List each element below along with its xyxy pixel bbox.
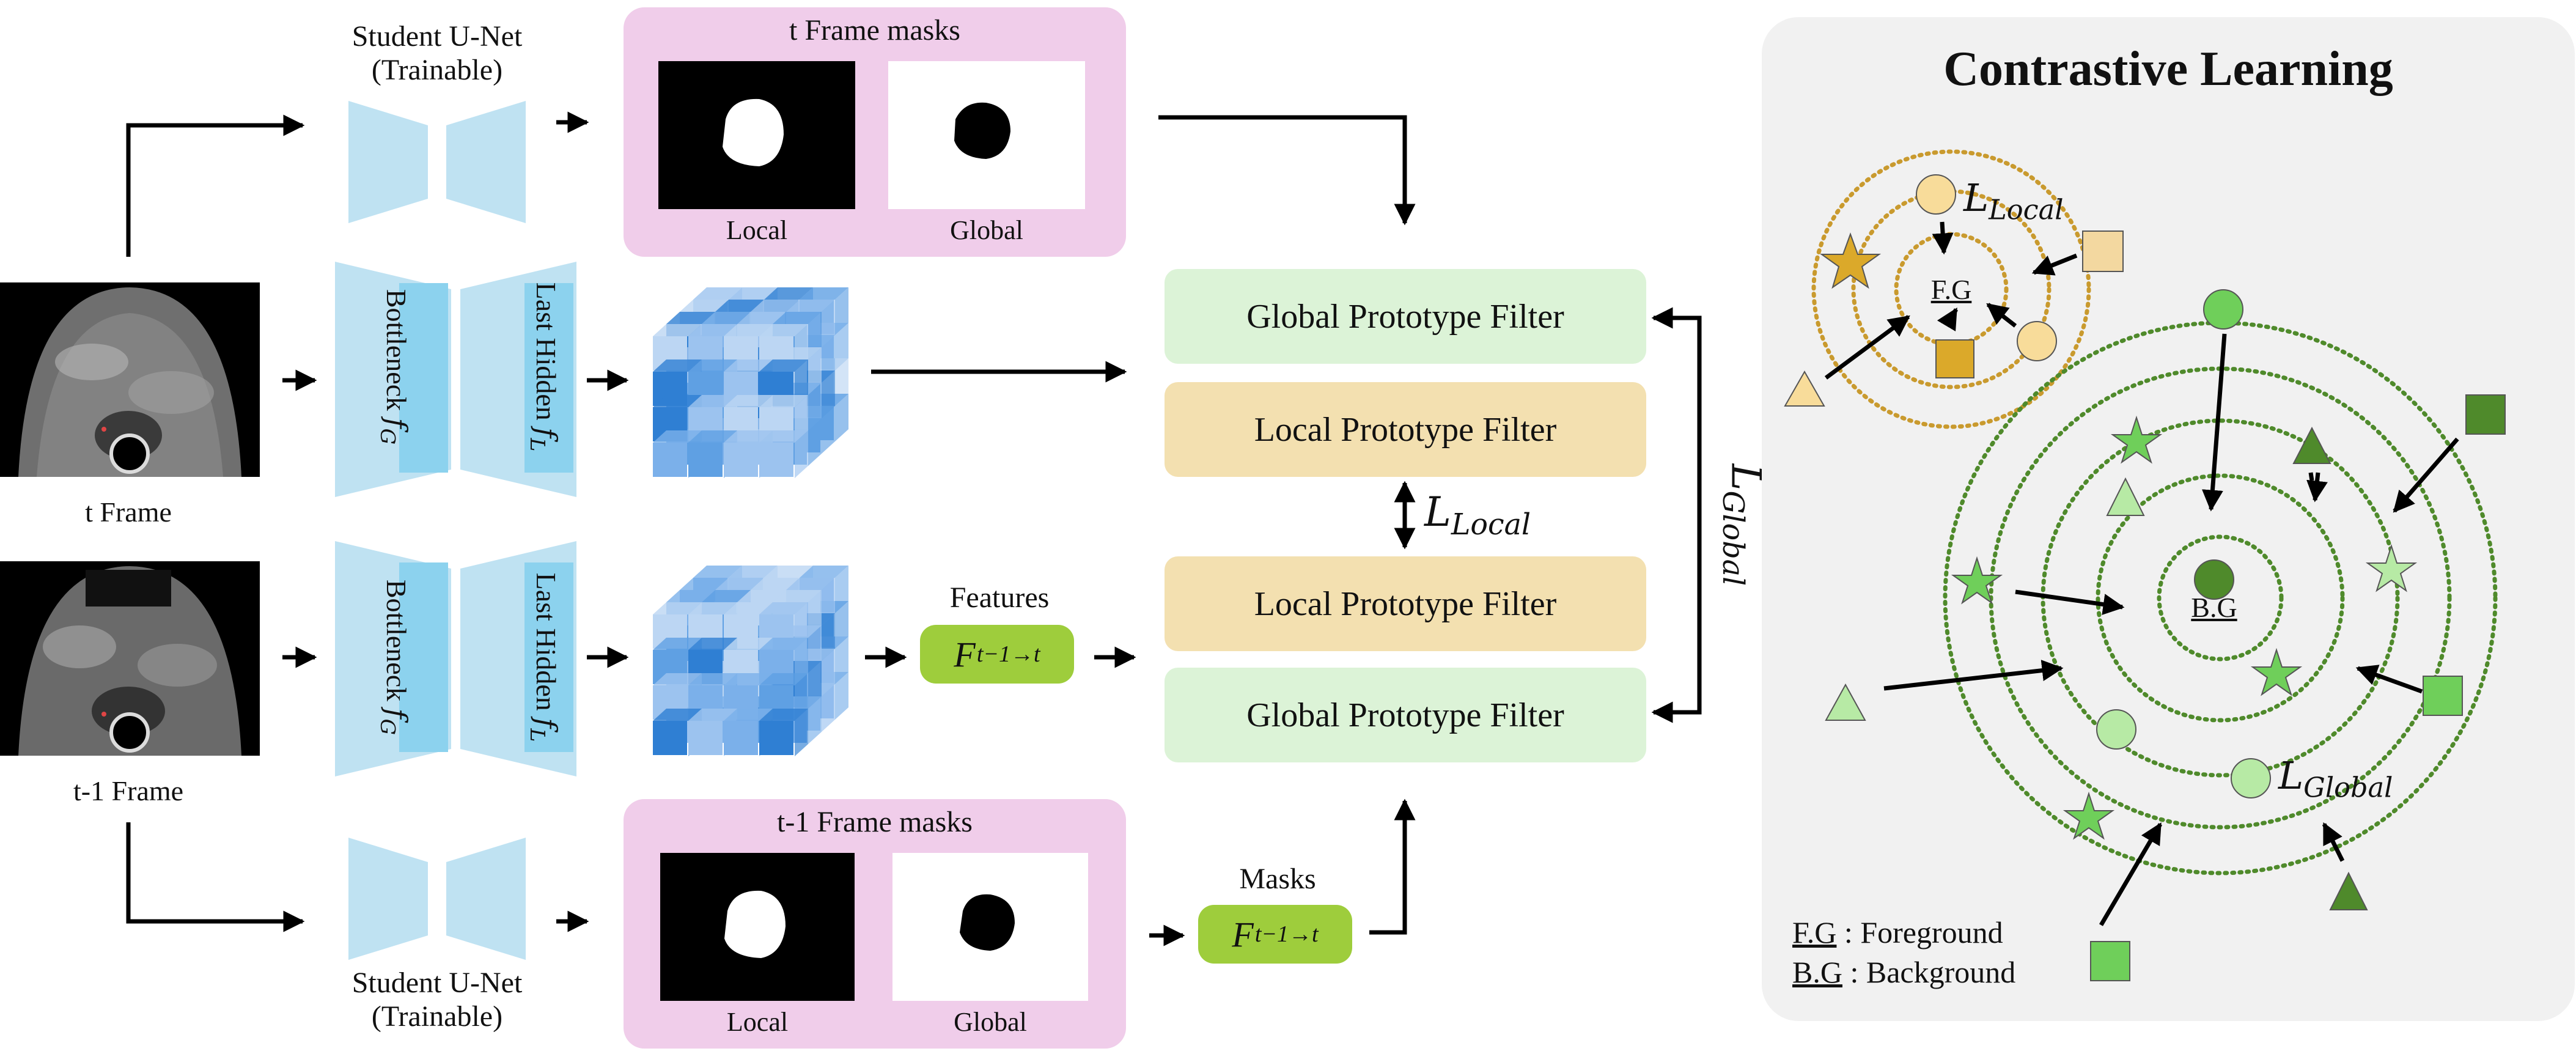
local-prototype-filter-top: Local Prototype Filter <box>1165 382 1646 477</box>
t-global-mask <box>888 61 1085 209</box>
bg-square-2 <box>2423 676 2463 716</box>
student-unet-bottom-label: Student U-Net (Trainable) <box>351 967 523 1033</box>
t-frame-masks-title: t Frame masks <box>789 14 960 46</box>
bg-star-4 <box>2250 647 2303 696</box>
fg-star <box>1819 232 1882 289</box>
feature-cube-t <box>653 287 848 478</box>
t-frame-masks-box: t Frame masks Local Global <box>624 7 1126 257</box>
t1-frame-masks-box: t-1 Frame masks Local Global <box>624 799 1126 1049</box>
bg-triangle-3 <box>1825 683 1866 721</box>
global-loss-label: LGlobal <box>1716 463 1770 586</box>
arrow-t1frame-to-student-bottom <box>126 822 305 932</box>
bg-star-2 <box>1951 556 2003 605</box>
panel-global-loss-label: LGlobal <box>2278 753 2393 804</box>
bg-square-1 <box>2465 394 2506 435</box>
t-local-mask <box>658 61 855 209</box>
t1-local-label: Local <box>726 1007 789 1037</box>
fg-center-label: F.G <box>1930 274 1972 305</box>
arrow-tframe-to-student-top <box>126 114 305 257</box>
contrastive-graphic <box>1784 149 2506 981</box>
t-frame-label: t Frame <box>85 496 172 528</box>
bg-star-3 <box>2365 544 2418 592</box>
features-label: Features <box>949 581 1050 614</box>
legend-background: B.G : Background <box>1792 955 2016 989</box>
bg-triangle-4 <box>2329 871 2368 910</box>
bg-triangle-1 <box>2292 426 2331 464</box>
feature-voxel <box>759 709 808 756</box>
bg-star-5 <box>2063 791 2115 840</box>
bottleneck-label-t: Bottleneck fG <box>375 289 414 445</box>
bg-circle-top <box>2203 289 2243 330</box>
unet-t1-frame <box>335 541 576 776</box>
bg-star-1 <box>2110 415 2163 464</box>
bg-circle-3 <box>2231 758 2271 798</box>
panel-title: Contrastive Learning <box>1943 42 2393 96</box>
feature-cube-t1 <box>653 566 848 756</box>
bg-square-3 <box>2090 941 2130 981</box>
t1-global-label: Global <box>954 1007 1027 1037</box>
t1-frame-masks-title: t-1 Frame masks <box>777 806 973 838</box>
panel-local-loss-label: LLocal <box>1963 175 2064 226</box>
legend-foreground: F.G : Foreground <box>1792 915 2003 950</box>
t-global-label: Global <box>950 215 1023 245</box>
local-loss-label: LLocal <box>1424 489 1531 542</box>
bg-triangle-2 <box>2106 477 2145 516</box>
bg-circle-center <box>2194 559 2234 600</box>
fg-square-2 <box>2082 230 2124 272</box>
bg-circle-2 <box>2096 709 2136 750</box>
student-unet-bottom-icon <box>348 838 526 960</box>
global-prototype-filter-bottom: Global Prototype Filter <box>1165 668 1646 762</box>
t-local-label: Local <box>726 215 788 245</box>
masks-label: Masks <box>1239 863 1316 895</box>
student-unet-top-label: Student U-Net (Trainable) <box>351 20 523 87</box>
t1-global-mask <box>892 853 1088 1001</box>
bg-rings <box>1943 320 2498 876</box>
bottleneck-label-t1: Bottleneck fG <box>375 579 414 736</box>
t1-frame-label: t-1 Frame <box>73 775 184 806</box>
arrow-masks-top-to-filter <box>1158 115 1416 226</box>
last-hidden-label-t1: Last Hidden fL <box>525 572 564 742</box>
bg-center-label: B.G <box>2191 592 2237 623</box>
unet-t-frame <box>335 262 576 497</box>
feature-voxel <box>759 430 808 478</box>
fg-triangle <box>1784 370 1825 407</box>
fg-circle-2 <box>2017 321 2057 361</box>
local-prototype-filter-bottom: Local Prototype Filter <box>1165 556 1646 651</box>
t1-frame-image <box>0 561 260 756</box>
t-frame-image <box>0 282 260 477</box>
fg-circle-1 <box>1916 174 1956 215</box>
arrow-flow-mask-to-filter <box>1369 798 1416 935</box>
student-unet-top-icon <box>348 101 526 223</box>
contrastive-learning-panel: Contrastive Learning <box>1762 17 2575 1021</box>
global-prototype-filter-top: Global Prototype Filter <box>1165 269 1646 364</box>
t1-local-mask <box>660 853 855 1001</box>
fg-square-1 <box>1935 339 1974 378</box>
last-hidden-label-t: Last Hidden fL <box>525 282 564 452</box>
arrow-global-loss <box>1651 307 1702 723</box>
